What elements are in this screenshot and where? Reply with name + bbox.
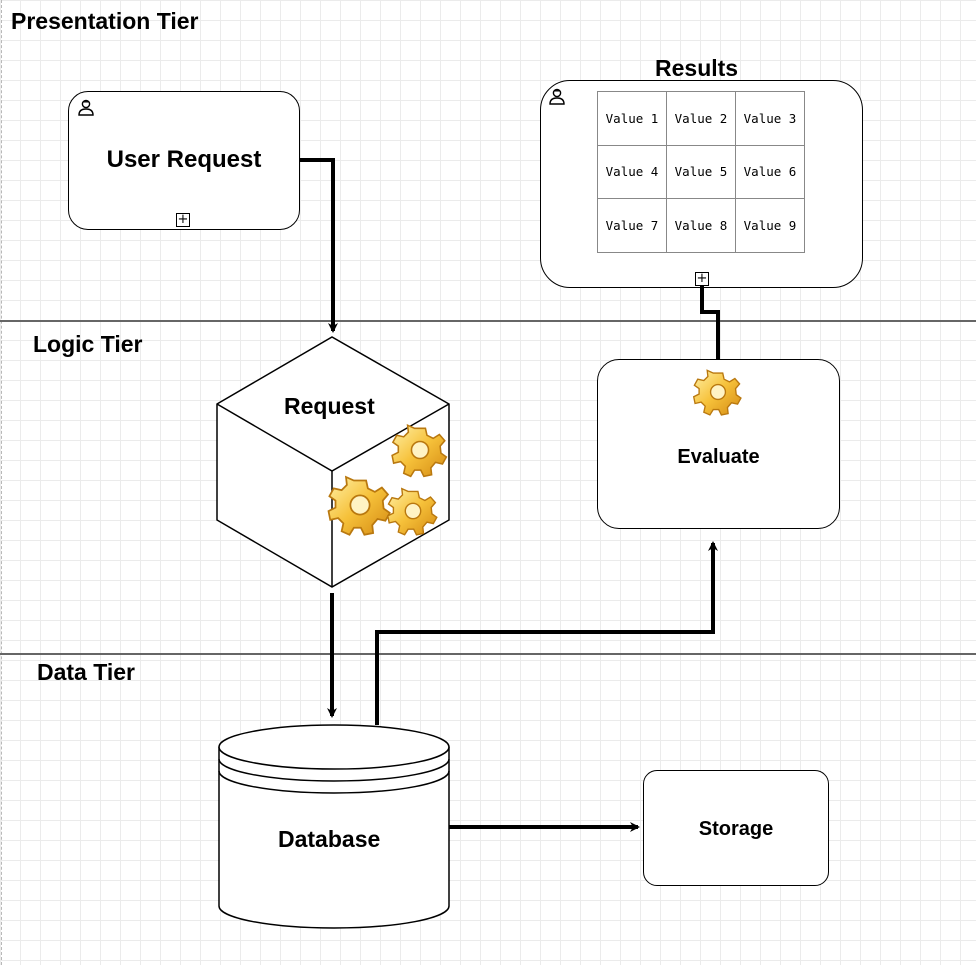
table-row: Value 7 Value 8 Value 9 — [597, 198, 805, 253]
table-row: Value 4 Value 5 Value 6 — [597, 144, 805, 200]
database-node[interactable] — [218, 724, 450, 929]
table-cell: Value 9 — [735, 198, 805, 253]
gear-icon — [693, 369, 742, 416]
table-cell: Value 6 — [735, 144, 805, 200]
connector-evaluate-to-results — [700, 286, 720, 359]
database-label: Database — [278, 826, 381, 852]
results-expand-marker[interactable]: + — [695, 271, 709, 286]
lane-label-data: Data Tier — [37, 659, 136, 685]
results-title: Results — [655, 55, 739, 81]
user-request-label: User Request — [106, 146, 262, 173]
user-icon — [549, 88, 565, 105]
lane-divider-logic — [0, 320, 976, 322]
canvas-left-guide — [1, 0, 2, 965]
user-request-node[interactable]: User Request + — [68, 91, 300, 230]
table-cell: Value 7 — [597, 198, 667, 253]
table-cell: Value 3 — [735, 91, 805, 146]
storage-label: Storage — [698, 818, 774, 840]
table-cell: Value 5 — [666, 144, 736, 200]
user-request-expand-marker[interactable]: + — [176, 212, 190, 227]
table-cell: Value 4 — [597, 144, 667, 200]
lane-label-presentation: Presentation Tier — [11, 8, 199, 34]
connector-user-request-to-request — [300, 158, 338, 333]
lane-divider-data — [0, 653, 976, 655]
lane-label-logic: Logic Tier — [33, 331, 143, 357]
request-label: Request — [284, 393, 375, 419]
table-cell: Value 2 — [666, 91, 736, 146]
table-row: Value 1 Value 2 Value 3 — [597, 91, 805, 146]
connector-database-to-evaluate — [375, 541, 718, 725]
storage-node[interactable]: Storage — [643, 770, 829, 886]
user-icon — [78, 99, 94, 116]
evaluate-label: Evaluate — [677, 446, 760, 468]
table-cell: Value 8 — [666, 198, 736, 253]
results-table: Value 1 Value 2 Value 3 Value 4 Value 5 … — [597, 91, 805, 253]
